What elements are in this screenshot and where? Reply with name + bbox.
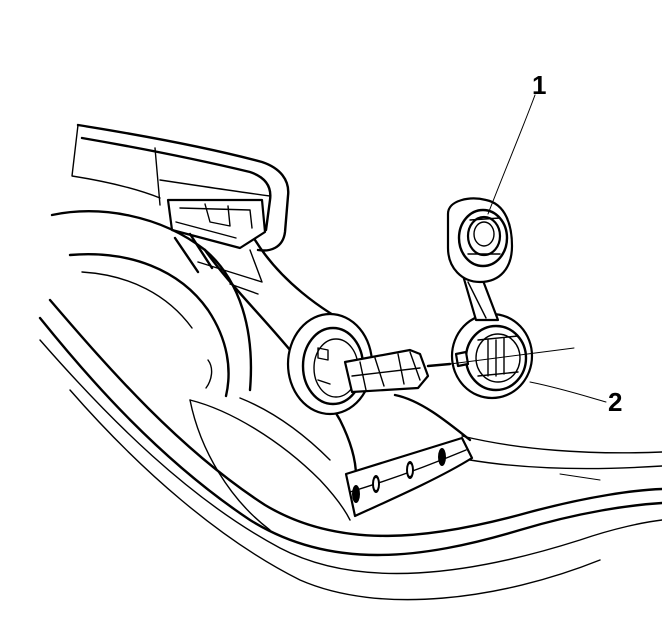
socket-housing [449, 312, 575, 400]
front-bezel-strip [344, 436, 474, 518]
callout-label-2: 2 [608, 387, 622, 417]
callout-label-1: 1 [532, 70, 546, 100]
cap [446, 197, 514, 284]
wiring-connector [343, 348, 452, 394]
leader-line-1 [487, 94, 536, 215]
callout-leaders [487, 94, 607, 403]
leader-line-2 [529, 381, 607, 403]
